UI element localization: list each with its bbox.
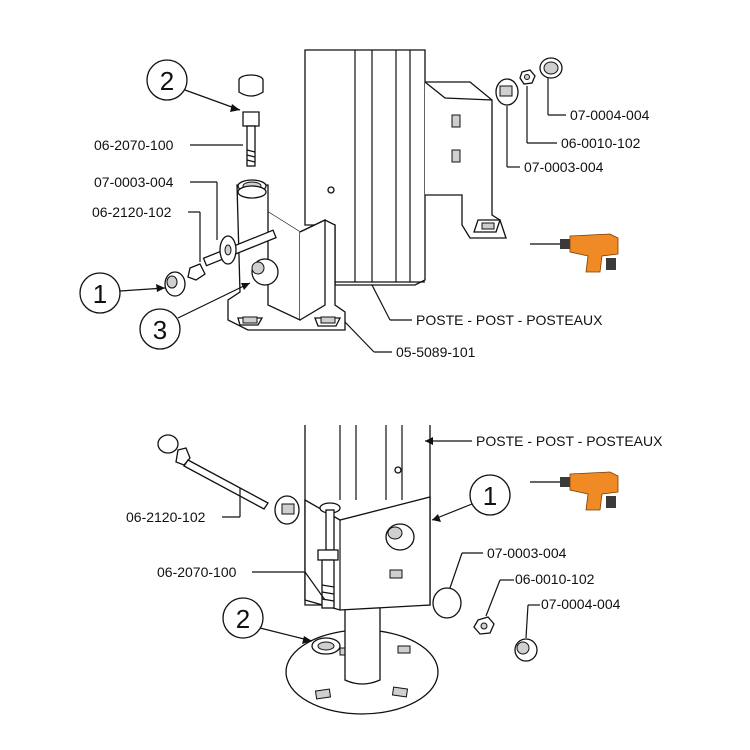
- svg-text:3: 3: [153, 315, 167, 345]
- top-assembly: 2 1 3 06-2070-100: [79, 49, 650, 360]
- top-callout-3: 3: [139, 282, 251, 350]
- top-cap-1: [164, 271, 186, 297]
- top-long-bolt: [187, 229, 277, 281]
- top-right-bracket: [424, 81, 507, 239]
- bottom-tube: [344, 605, 381, 685]
- bottom-label-cap: 07-0004-004: [541, 596, 621, 612]
- top-label-bolt-long: 06-2120-102: [92, 204, 172, 220]
- top-right-nut: [519, 69, 536, 85]
- top-label-post: POSTE - POST - POSTEAUX: [416, 312, 603, 328]
- svg-text:1: 1: [483, 481, 497, 511]
- top-label-bolt: 06-2070-100: [94, 137, 174, 153]
- drill-icon: [530, 471, 619, 511]
- bottom-label-post: POSTE - POST - POSTEAUX: [476, 433, 663, 449]
- top-plug-3: [251, 258, 279, 286]
- bottom-assembly: 1 2 POSTE - POST - POSTEAUX 06-2120-102 …: [126, 425, 663, 715]
- bottom-vertical-bolt: [317, 502, 341, 609]
- svg-text:2: 2: [236, 604, 250, 634]
- bottom-nut: [473, 616, 495, 635]
- bottom-callout-1: 1: [431, 474, 511, 522]
- bottom-sleeve: [274, 495, 431, 611]
- top-right-washer: [495, 78, 519, 106]
- bottom-long-bolt: [157, 434, 269, 510]
- bottom-callout-2: 2: [222, 597, 313, 644]
- top-label-bracket: 05-5089-101: [396, 344, 476, 360]
- bottom-label-washer: 07-0003-004: [487, 545, 567, 561]
- top-vertical-bolt: [242, 111, 260, 167]
- top-callout-1: 1: [79, 272, 166, 314]
- bottom-cap: [514, 638, 538, 662]
- top-label-washer: 07-0003-004: [94, 174, 174, 190]
- top-left-bracket: [227, 179, 346, 331]
- drill-icon: [530, 233, 619, 273]
- top-label-nut-right: 06-0010-102: [561, 135, 641, 151]
- svg-text:2: 2: [160, 66, 174, 96]
- top-right-cap: [539, 57, 563, 79]
- top-small-cap: [238, 74, 264, 97]
- top-callout-2: 2: [146, 59, 241, 112]
- svg-text:1: 1: [93, 279, 107, 309]
- top-label-cap-right: 07-0004-004: [570, 107, 650, 123]
- bottom-label-nut: 06-0010-102: [515, 571, 595, 587]
- bottom-washer: [432, 587, 462, 619]
- bottom-label-bolt-long: 06-2120-102: [126, 509, 206, 525]
- top-label-washer-right: 07-0003-004: [524, 159, 604, 175]
- bottom-label-bolt: 06-2070-100: [157, 564, 237, 580]
